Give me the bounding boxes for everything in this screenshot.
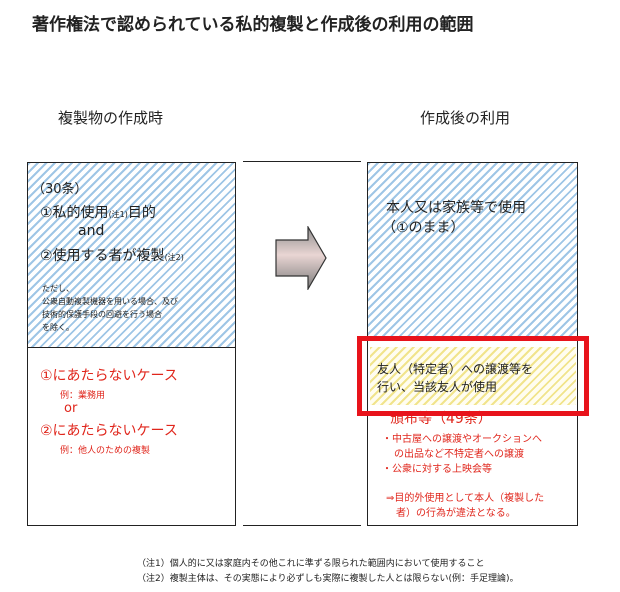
- left-column-heading: 複製物の作成時: [58, 109, 164, 127]
- conclusion-line-1: ⇒目的外使用として本人（複製した: [386, 493, 545, 504]
- left-column-box: （30条） ①私的使用(注1)目的 and ②使用する者が複製(注2) ただし、…: [27, 162, 236, 526]
- note-ref-1: (注1): [108, 210, 128, 219]
- or-connector: or: [64, 401, 78, 416]
- case-2-example: 例：他人のための複製: [60, 446, 151, 456]
- exception-line-1: ただし、: [42, 284, 74, 293]
- distribution-bullet-1a: ・中古屋への譲渡やオークションへ: [382, 434, 542, 445]
- friend-transfer-line-2: 行い、当該友人が使用: [377, 380, 498, 394]
- personal-use-line-2: （①のまま）: [382, 220, 465, 236]
- condition-private-use-text: ①私的使用: [40, 205, 109, 221]
- private-copy-conditions-panel: （30条） ①私的使用(注1)目的 and ②使用する者が複製(注2) ただし、…: [28, 163, 235, 348]
- footnote-1: （注1）個人的に又は家庭内その他これに準ずる限られた範囲内において使用すること: [137, 559, 485, 569]
- right-column-heading: 作成後の利用: [420, 109, 511, 127]
- case-1-title: ①にあたらないケース: [40, 368, 178, 384]
- exception-line-3: 技術的保護手段の回避を行う場合: [42, 310, 162, 319]
- friend-transfer-line-1: 友人（特定者）への譲渡等を: [377, 362, 534, 376]
- case-2-title: ②にあたらないケース: [40, 423, 178, 439]
- condition-user-copies-text: ②使用する者が複製: [40, 248, 165, 264]
- article-30-label: （30条）: [32, 182, 88, 197]
- condition-private-use-tail: 目的: [127, 205, 156, 221]
- footnote-2: （注2）複製主体は、その実態により必ずしも実際に複製した人とは限らない(例：手足…: [137, 574, 519, 584]
- condition-user-copies: ②使用する者が複製(注2): [40, 245, 184, 265]
- distribution-bullet-2: ・公衆に対する上映会等: [382, 464, 492, 475]
- note-ref-2: (注2): [164, 253, 184, 262]
- conclusion-line-2: 者）の行為が違法となる。: [396, 508, 516, 519]
- exception-line-4: を除く。: [42, 323, 74, 332]
- and-connector: and: [78, 223, 105, 239]
- page-title: 著作権法で認められている私的複製と作成後の利用の範囲: [32, 15, 474, 35]
- connector-line-top: [243, 161, 361, 162]
- friend-transfer-highlight: 友人（特定者）への譲渡等を 行い、当該友人が使用: [357, 336, 589, 416]
- personal-use-line-1: 本人又は家族等で使用: [386, 200, 526, 216]
- condition-private-use: ①私的使用(注1)目的: [40, 202, 156, 222]
- distribution-bullet-1b: の出品など不特定者への譲渡: [394, 449, 524, 460]
- right-column-box: 本人又は家族等で使用 （①のまま） 頒布等（49条） ・中古屋への譲渡やオークシ…: [367, 162, 578, 526]
- connector-line-bottom: [243, 525, 361, 526]
- personal-use-panel: 本人又は家族等で使用 （①のまま）: [368, 163, 577, 338]
- exception-line-2: 公衆自動複製機器を用いる場合、及び: [42, 297, 178, 306]
- right-arrow-icon: [275, 226, 327, 290]
- case-1-example: 例：業務用: [60, 391, 106, 401]
- friend-transfer-panel: 友人（特定者）への譲渡等を 行い、当該友人が使用: [370, 347, 576, 405]
